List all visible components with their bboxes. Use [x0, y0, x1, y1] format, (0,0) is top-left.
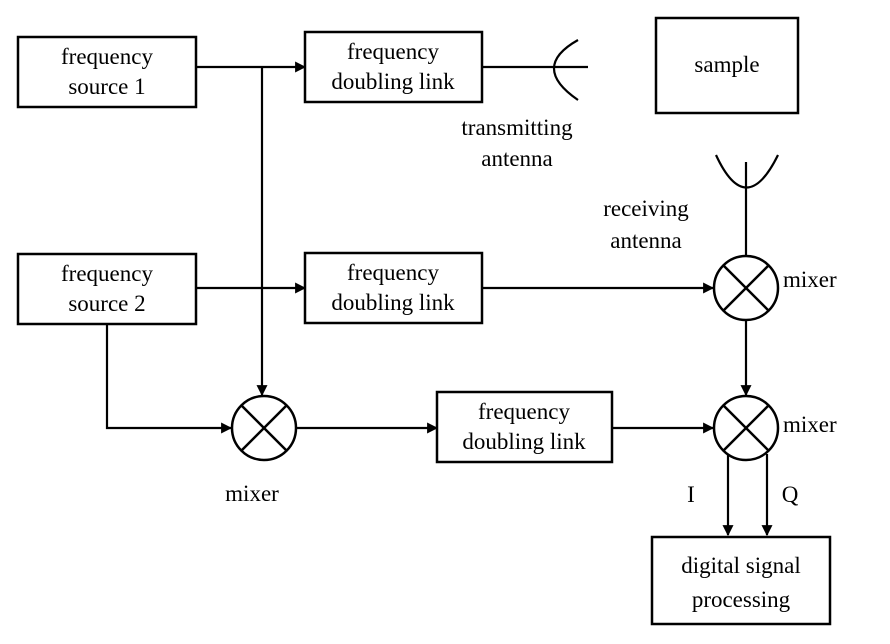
frequency-doubling-link-bottom-block: frequency doubling link: [435, 390, 614, 464]
mixer-right-bottom-icon: [712, 394, 780, 462]
doubling-top-line-1: frequency: [347, 39, 439, 64]
wire-source2-to-left-mixer: [105, 323, 233, 434]
doubling-middle-line-1: frequency: [347, 260, 439, 285]
sample-label: sample: [694, 52, 759, 77]
mixer-left-label: mixer: [225, 481, 279, 506]
mixer-right-bottom-label: mixer: [783, 412, 837, 437]
sample-block: sample: [654, 16, 800, 115]
receiving-antenna-icon: [715, 154, 779, 189]
frequency-source-1-line-2: source 1: [68, 74, 145, 99]
digital-signal-processing-block: digital signal processing: [650, 535, 832, 626]
doubling-top-line-2: doubling link: [331, 69, 455, 94]
dsp-line-1: digital signal: [681, 553, 800, 578]
transmitting-antenna-label-line-2: antenna: [481, 146, 553, 171]
doubling-bottom-line-2: doubling link: [462, 429, 586, 454]
transmitting-antenna-label-line-1: transmitting: [461, 115, 573, 140]
frequency-source-2-block: frequency source 2: [16, 252, 198, 326]
frequency-source-2-line-2: source 2: [68, 291, 145, 316]
doubling-middle-line-2: doubling link: [331, 290, 455, 315]
frequency-source-1-line-1: frequency: [61, 44, 153, 69]
frequency-source-2-line-1: frequency: [61, 261, 153, 286]
frequency-doubling-link-top-block: frequency doubling link: [303, 30, 484, 104]
receiving-antenna-label-line-1: receiving: [603, 196, 689, 221]
mixer-left-icon: [230, 394, 298, 462]
mixer-right-top-icon: [712, 254, 780, 322]
dsp-line-2: processing: [692, 587, 791, 612]
output-i-label: I: [687, 482, 695, 507]
output-q-label: Q: [782, 482, 799, 507]
doubling-bottom-line-1: frequency: [478, 399, 570, 424]
transmitting-antenna-icon: [552, 39, 579, 101]
mixer-right-top-label: mixer: [783, 267, 837, 292]
receiving-antenna-label-line-2: antenna: [610, 228, 682, 253]
frequency-doubling-link-middle-block: frequency doubling link: [303, 251, 484, 325]
frequency-source-1-block: frequency source 1: [16, 35, 198, 109]
